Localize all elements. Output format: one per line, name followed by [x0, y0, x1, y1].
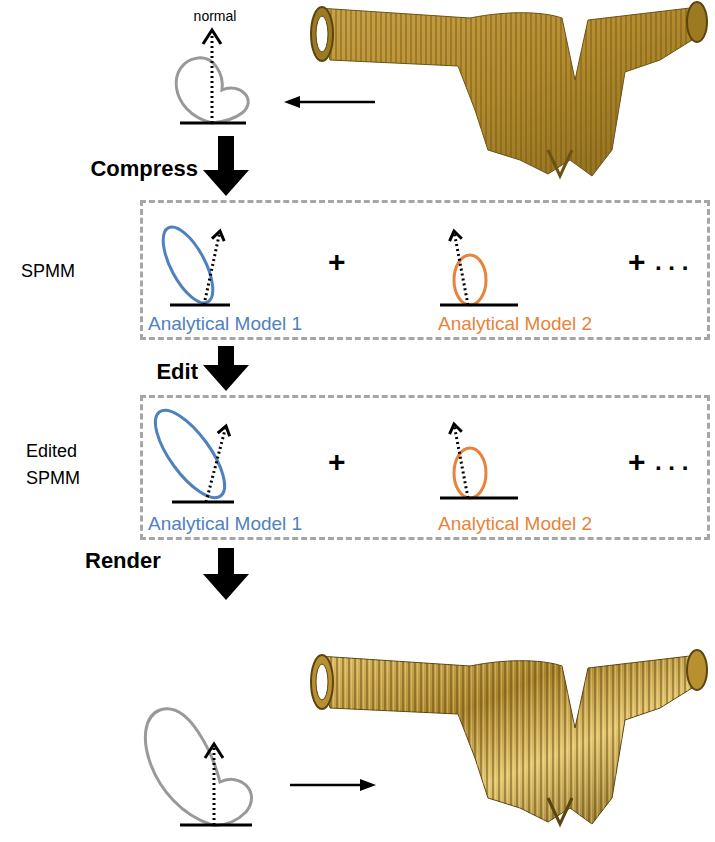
model-label: Analytical Model 1 — [148, 513, 344, 535]
model-label: Analytical Model 1 — [148, 313, 344, 335]
model-label: Analytical Model 2 — [438, 513, 634, 535]
step-label: Compress — [90, 156, 198, 182]
spmm-group-box: SPMMAnalytical Model 1Analytical Model 2 — [140, 200, 710, 340]
brdf-lobe-original — [176, 30, 375, 123]
sum-symbol: + — [328, 245, 346, 279]
surface-line — [170, 304, 230, 307]
arrowhead — [450, 231, 462, 241]
analytical-model: Analytical Model 1 — [148, 402, 344, 537]
surface-line — [172, 501, 234, 504]
process-arrow — [203, 346, 249, 391]
surface-line — [440, 497, 518, 500]
sum-symbol: + — [628, 445, 646, 479]
spmm-group-box: Edited SPMMAnalytical Model 1Analytical … — [140, 395, 710, 540]
analytical-model: Analytical Model 2 — [438, 402, 634, 537]
analytical-lobe — [454, 255, 486, 305]
group-heading: Edited SPMM — [26, 438, 106, 492]
model-label: Analytical Model 2 — [438, 313, 634, 335]
group-heading: SPMM — [21, 258, 121, 285]
analytical-lobe — [148, 402, 237, 508]
process-arrow — [203, 136, 249, 196]
sum-symbol: + — [628, 245, 646, 279]
brdf-lobe-node: normal — [170, 2, 260, 130]
direction-arrow — [454, 424, 468, 498]
sum-symbol: . . . — [655, 248, 688, 276]
render-arrow — [203, 548, 249, 600]
arrowhead — [218, 426, 230, 436]
garment-top — [311, 2, 707, 176]
direction-arrow — [204, 231, 220, 305]
garment-rendered — [311, 650, 707, 824]
direction-arrow — [206, 426, 226, 502]
normal-label: normal — [192, 8, 239, 24]
analytical-lobe — [153, 220, 222, 310]
direction-arrow — [454, 231, 468, 305]
step-label: Render — [85, 548, 161, 574]
analytical-lobe — [454, 448, 486, 498]
sum-symbol: + — [328, 445, 346, 479]
brdf-lobe-edited — [145, 709, 376, 825]
analytical-model: Analytical Model 2 — [438, 209, 634, 337]
sum-symbol: . . . — [655, 448, 688, 476]
step-label: Edit — [156, 359, 198, 385]
arrowhead — [450, 424, 462, 434]
surface-line — [440, 304, 518, 307]
analytical-model: Analytical Model 1 — [148, 209, 344, 337]
arrowhead — [212, 231, 224, 241]
